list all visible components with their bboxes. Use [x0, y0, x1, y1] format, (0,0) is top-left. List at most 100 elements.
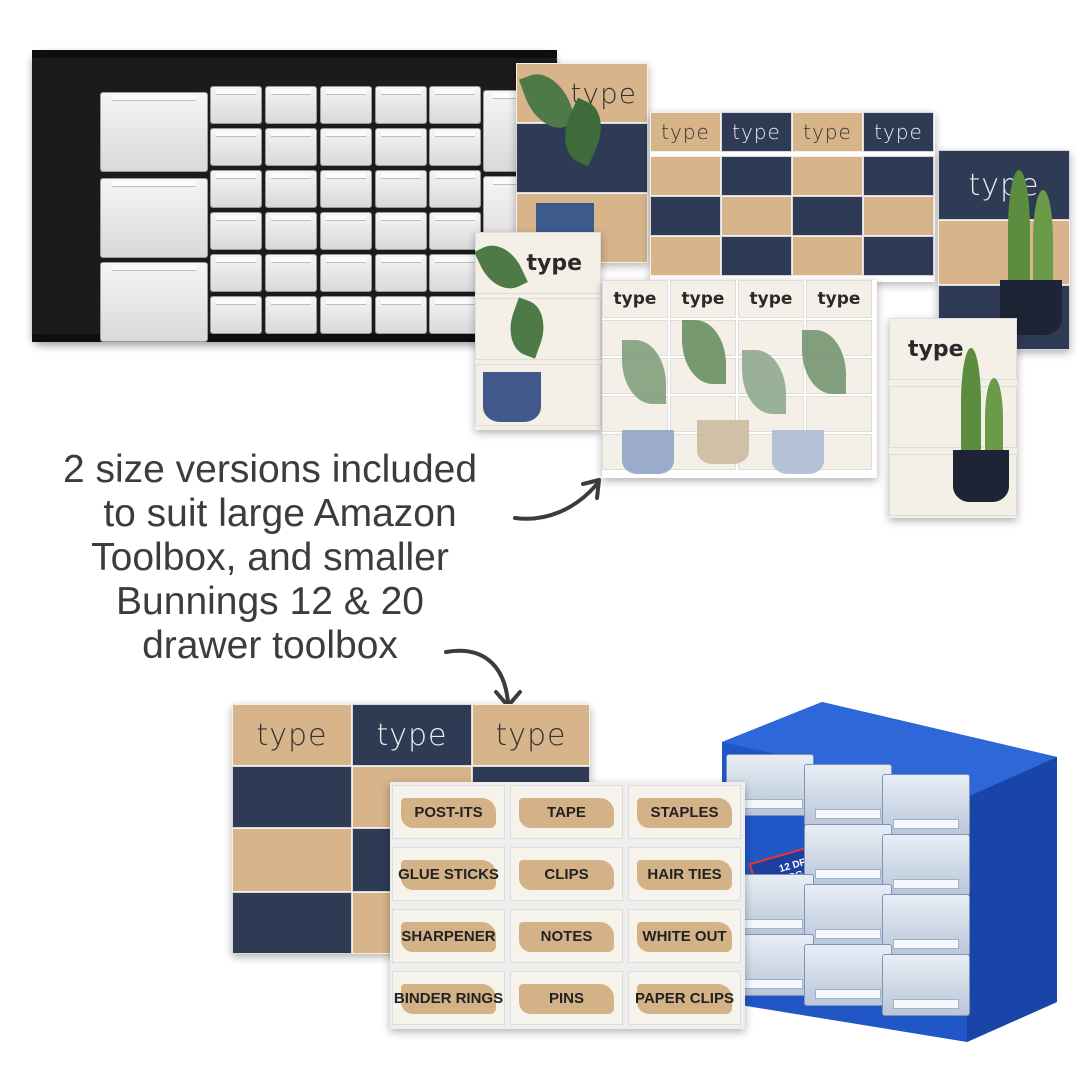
label-sheet-cream-plant: type — [475, 232, 601, 430]
arrow-icon — [513, 478, 601, 521]
toolbox-drawer — [265, 296, 317, 334]
plant-icon — [1008, 170, 1030, 290]
navy-label — [650, 196, 721, 236]
brush-stroke — [401, 922, 496, 952]
caption-line: to suit large Amazon — [103, 492, 457, 535]
navy-label — [721, 156, 792, 196]
navy-label — [792, 196, 863, 236]
tan-label — [792, 156, 863, 196]
toolbox-top-rail — [32, 50, 557, 58]
toolbox-drawer — [375, 212, 427, 250]
toolbox-drawer — [429, 86, 481, 124]
toolbox-drawer — [375, 170, 427, 208]
toolbox-drawer — [429, 296, 481, 334]
type-label: type — [232, 704, 352, 766]
tan-label — [792, 236, 863, 276]
toolbox-drawer — [210, 296, 262, 334]
brush-stroke — [519, 860, 614, 890]
organiser-drawer — [804, 764, 892, 826]
toolbox-drawer — [429, 254, 481, 292]
brush-stroke — [637, 798, 732, 828]
toolbox-bottom-rail — [32, 334, 557, 342]
navy-label — [863, 236, 934, 276]
blank-label — [806, 396, 872, 432]
blue-drawer-organiser: 12 DRAWER ORGANISER — [712, 702, 1057, 1042]
label-sheet-cream-snake: type — [889, 318, 1017, 518]
type-label: type — [602, 280, 668, 318]
tan-label — [232, 828, 352, 892]
organiser-drawer — [882, 834, 970, 896]
stationery-label: PAPER CLIPS — [628, 971, 741, 1025]
blank-label — [889, 386, 1017, 448]
stationery-label-text: POST-ITS — [414, 803, 483, 821]
toolbox-drawer — [210, 254, 262, 292]
pot-icon — [622, 430, 674, 474]
toolbox-drawer — [320, 212, 372, 250]
caption-line: drawer toolbox — [142, 624, 398, 667]
black-drawer-toolbox — [32, 50, 571, 342]
brush-stroke — [519, 798, 614, 828]
brush-stroke — [637, 984, 732, 1014]
plant-icon — [961, 348, 981, 458]
caption-line: 2 size versions included — [62, 448, 478, 491]
stationery-label-text: TAPE — [547, 803, 586, 821]
type-label: type — [472, 704, 590, 766]
stationery-label: TAPE — [510, 785, 623, 839]
toolbox-drawer — [100, 262, 208, 342]
toolbox-drawer — [320, 254, 372, 292]
toolbox-drawer — [320, 128, 372, 166]
type-label: type — [475, 232, 601, 294]
stationery-label-text: CLIPS — [544, 865, 589, 883]
type-label: type — [670, 280, 736, 318]
stationery-label: CLIPS — [510, 847, 623, 901]
toolbox-drawer — [265, 86, 317, 124]
organiser-drawer — [804, 824, 892, 886]
toolbox-drawer — [210, 86, 262, 124]
toolbox-drawer — [429, 128, 481, 166]
blank-label — [475, 298, 601, 360]
organiser-drawer — [882, 774, 970, 836]
tan-label — [721, 196, 792, 236]
stationery-label: POST-ITS — [392, 785, 505, 839]
tan-label — [863, 196, 934, 236]
toolbox-drawer — [210, 212, 262, 250]
navy-label — [721, 236, 792, 276]
stationery-label-text: PAPER CLIPS — [635, 989, 734, 1007]
toolbox-drawer — [265, 128, 317, 166]
pot-icon — [483, 372, 541, 422]
caption-line: Toolbox, and smaller — [91, 536, 449, 579]
brush-stroke — [401, 984, 496, 1014]
plant-icon — [1033, 190, 1053, 290]
toolbox-drawer — [320, 86, 372, 124]
stationery-label: BINDER RINGS — [392, 971, 505, 1025]
organiser-drawer — [882, 894, 970, 956]
stationery-label-text: PINS — [548, 989, 584, 1007]
stationery-label-text: STAPLES — [650, 803, 719, 821]
brush-stroke — [401, 860, 496, 890]
blank-label — [475, 364, 601, 426]
label-sheet-plant-strip: type — [516, 63, 648, 263]
stationery-label: NOTES — [510, 909, 623, 963]
type-label: type — [889, 318, 1017, 380]
toolbox-drawer — [100, 178, 208, 258]
pot-icon — [772, 430, 824, 474]
navy-label — [232, 766, 352, 828]
type-label: type — [721, 112, 792, 152]
toolbox-drawer — [210, 128, 262, 166]
toolbox-drawer — [375, 296, 427, 334]
type-label: type — [792, 112, 863, 152]
type-label: type — [650, 112, 721, 152]
brush-stroke — [519, 984, 614, 1014]
brush-stroke — [519, 922, 614, 952]
type-label: type — [806, 280, 872, 318]
toolbox-drawer — [320, 296, 372, 334]
stationery-label: PINS — [510, 971, 623, 1025]
organiser-drawer — [804, 884, 892, 946]
toolbox-drawer — [100, 92, 208, 172]
toolbox-drawer — [320, 170, 372, 208]
pot-icon — [697, 420, 749, 464]
label-sheet-snake-plant: type — [938, 150, 1070, 350]
brush-stroke — [637, 860, 732, 890]
